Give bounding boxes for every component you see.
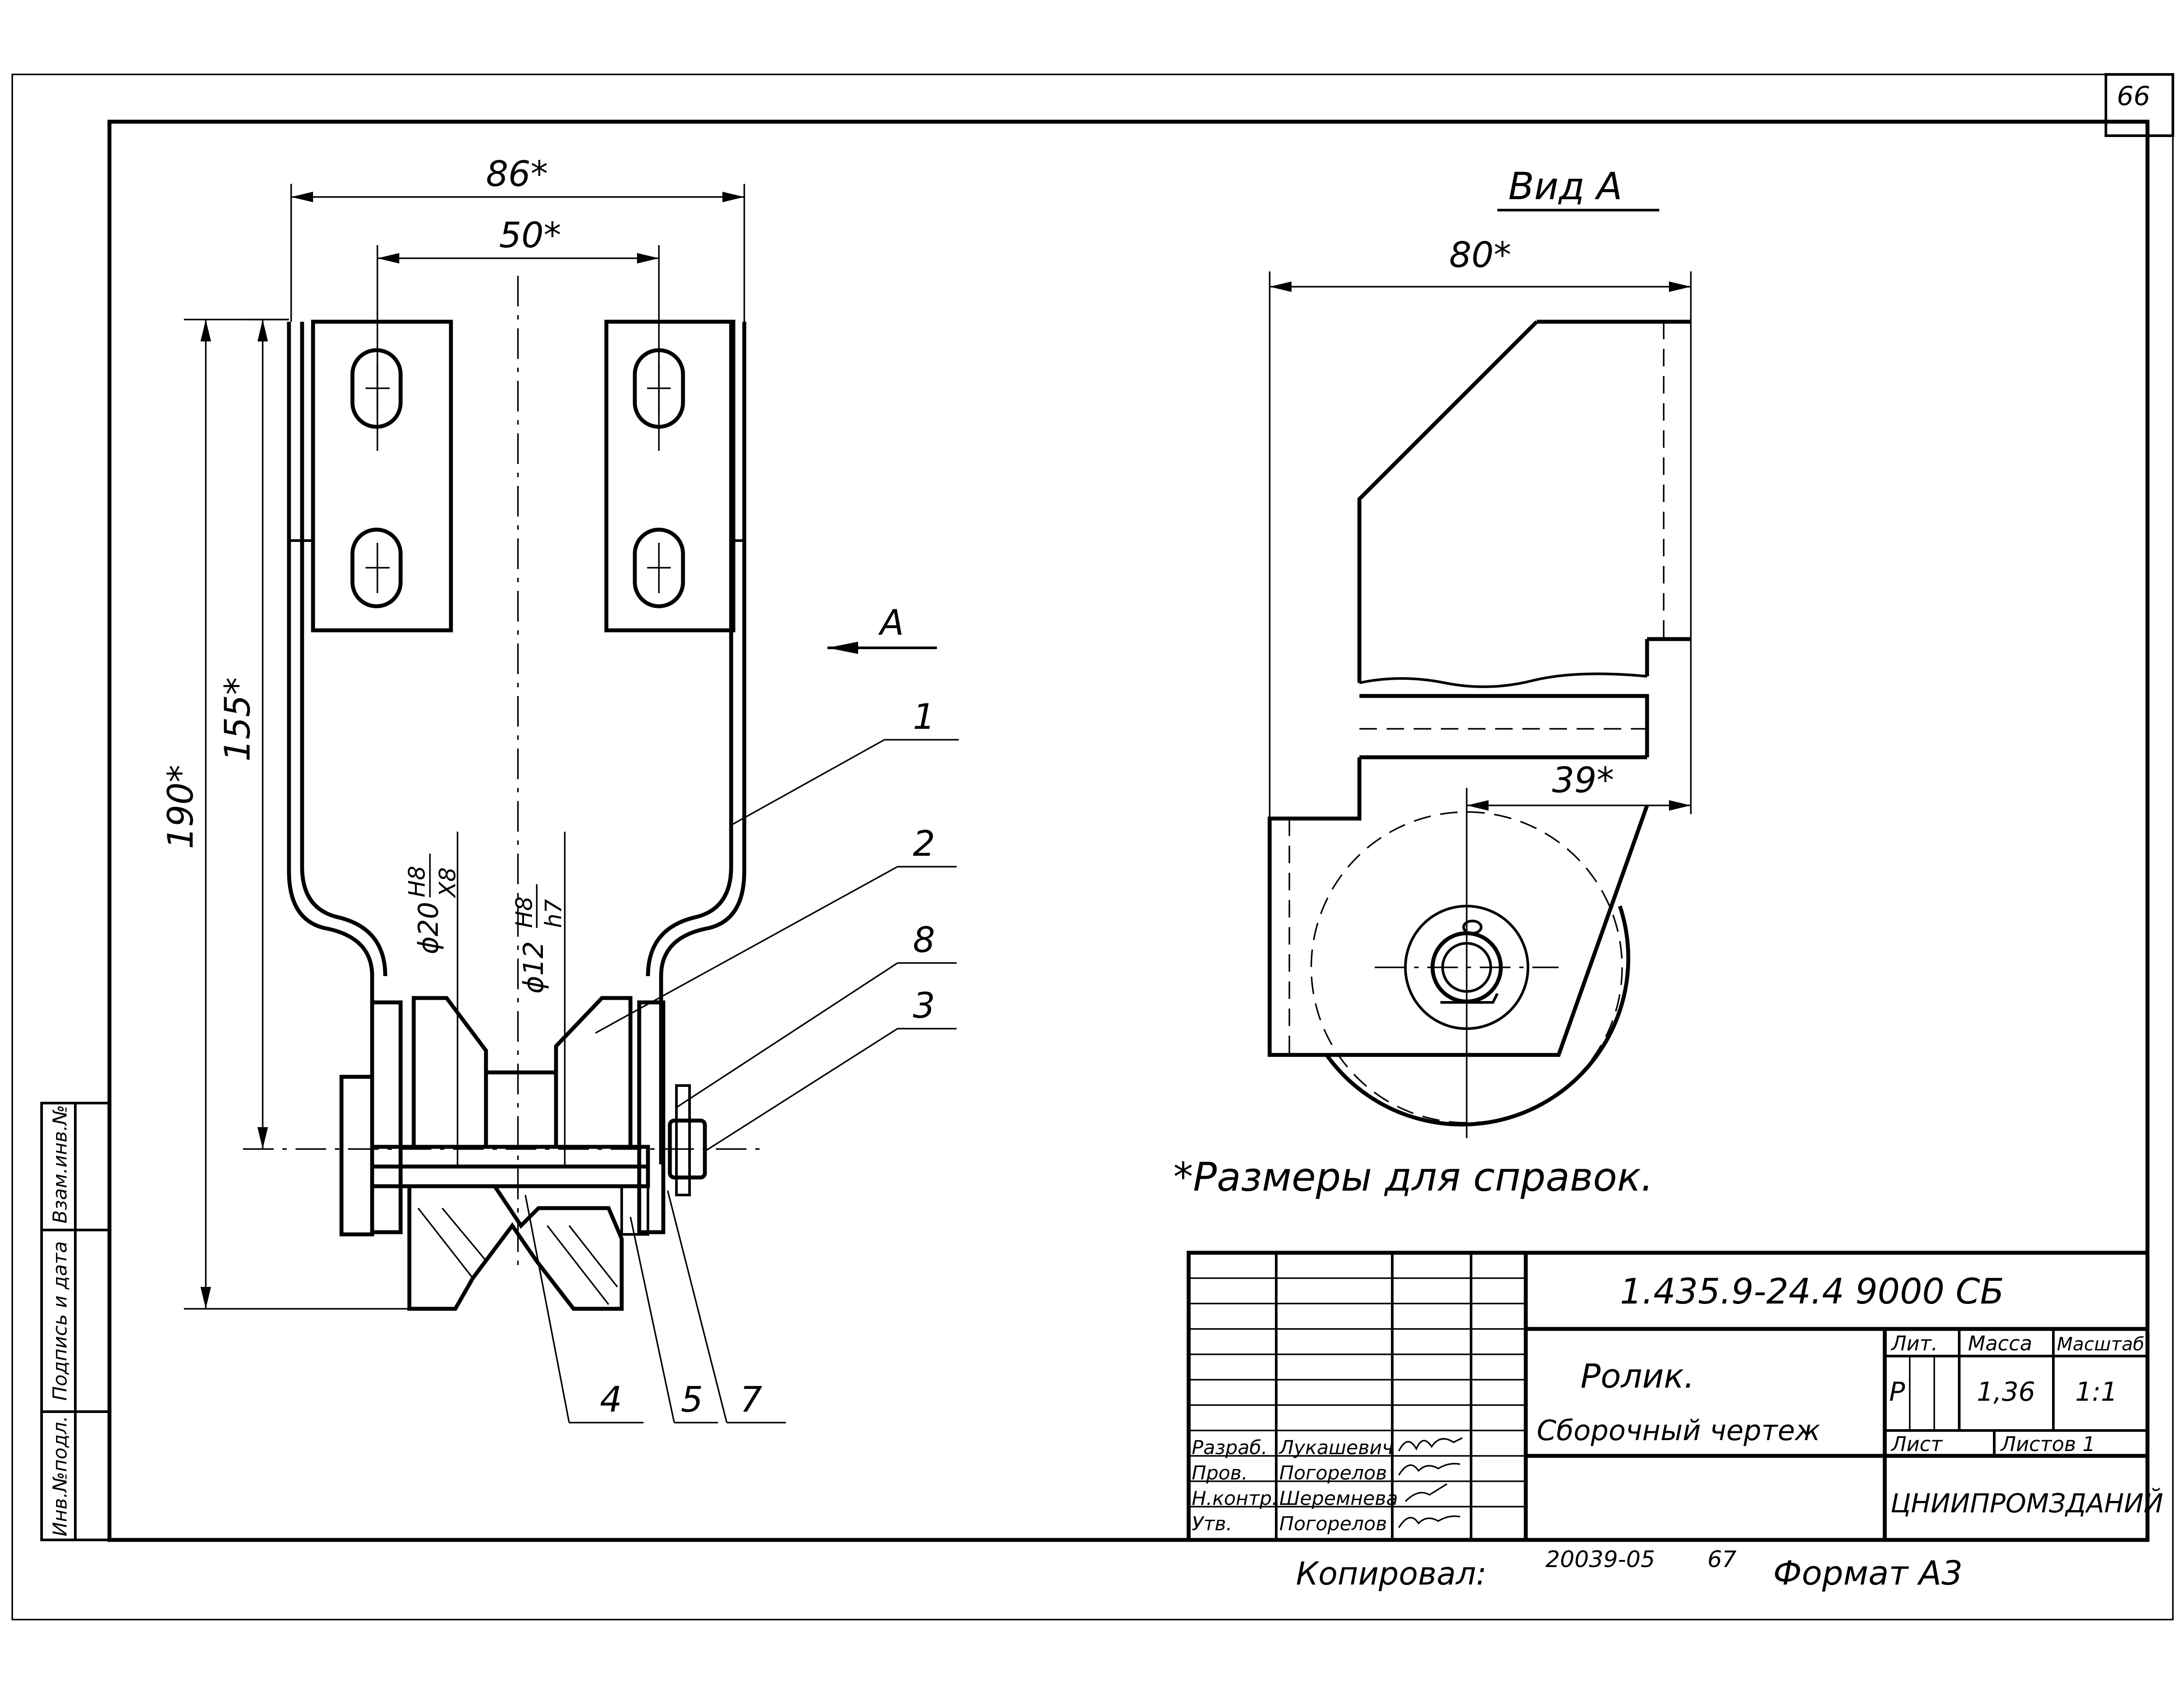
dimension-190: 190* xyxy=(160,319,409,1310)
copy-page-number: 67 xyxy=(1707,1546,1736,1573)
roller-wheel xyxy=(1310,811,1630,1127)
title-block: Разраб. Пров. Н.контр. Утв. Лукашевич По… xyxy=(1186,1251,2163,1542)
stamp-signature-date: Подпись и дата xyxy=(49,1241,71,1401)
page-number: 66 xyxy=(2117,81,2150,112)
dimension-80: 80* xyxy=(1269,235,1692,823)
designation: 1.435.9-24.4 9000 СБ xyxy=(1620,1271,2004,1312)
fit-12-num: H8 xyxy=(511,896,538,928)
format-label: Формат A3 xyxy=(1773,1553,1963,1592)
sheet-frame: 66 xyxy=(11,73,2174,1620)
organization: ЦНИИПРОМЗДАНИЙ xyxy=(1890,1488,2163,1519)
view-a-arrow: A xyxy=(827,602,937,654)
bottom-captions: Копировал: 20039-05 67 Формат A3 xyxy=(1296,1546,1963,1592)
leader-1-label: 1 xyxy=(913,696,935,737)
right-view: Вид A 80* 39* xyxy=(1173,165,1692,1200)
signatures xyxy=(1398,1437,1463,1528)
role-approved: Утв. xyxy=(1192,1513,1232,1535)
name-checker: Погорелов xyxy=(1279,1462,1387,1484)
dim-39-text: 39* xyxy=(1552,760,1614,801)
fit-12-text: ϕ12 xyxy=(517,941,549,994)
leader-4: 4 xyxy=(525,1195,644,1423)
mass-value: 1,36 xyxy=(1977,1377,2035,1407)
view-a-title: Вид A xyxy=(1508,165,1623,208)
header-scale: Масштаб xyxy=(2057,1333,2144,1355)
dimension-39: 39* xyxy=(1466,760,1691,1138)
mounting-slots xyxy=(350,348,685,608)
dim-86-text: 86* xyxy=(486,154,548,194)
leader-7-label: 7 xyxy=(740,1379,762,1420)
scale-value: 1:1 xyxy=(2075,1377,2118,1407)
fit-20-num: H8 xyxy=(404,866,430,897)
fit-12: ϕ12 H8 h7 xyxy=(511,832,567,1167)
dimension-50: 50* xyxy=(377,215,660,451)
side-stamp: Инв.№подл. Подпись и дата Взам.инв.№ xyxy=(40,1102,111,1541)
header-mass: Масса xyxy=(1968,1332,2032,1355)
fit-12-den: h7 xyxy=(541,899,567,928)
dim-155-text: 155* xyxy=(217,677,258,762)
reference-note: *Размеры для справок. xyxy=(1173,1154,1654,1200)
leader-1: 1 xyxy=(731,696,959,826)
axle-assembly-section xyxy=(243,996,762,1311)
dimension-86: 86* xyxy=(290,154,745,322)
leader-5-label: 5 xyxy=(681,1379,703,1420)
stamp-inv-original: Инв.№подл. xyxy=(49,1416,71,1536)
name-norm-control: Шеремнева xyxy=(1279,1487,1398,1510)
leader-7: 7 xyxy=(667,1190,786,1423)
break-line xyxy=(1359,672,1647,688)
drawing-name-line1: Ролик. xyxy=(1581,1357,1694,1395)
role-norm-control: Н.контр. xyxy=(1192,1487,1278,1510)
leader-2: 2 xyxy=(595,823,957,1034)
fit-20-text: ϕ20 xyxy=(412,902,444,954)
header-lit: Лит. xyxy=(1890,1332,1938,1355)
fit-20-den: X8 xyxy=(435,867,461,899)
dim-190-text: 190* xyxy=(160,765,201,849)
lit-value: Р xyxy=(1889,1377,1905,1407)
bracket-side-outline xyxy=(1267,320,1691,1057)
drawing-name-line2: Сборочный чертеж xyxy=(1537,1415,1820,1447)
leader-2-label: 2 xyxy=(913,823,935,864)
name-developer: Лукашевич xyxy=(1278,1437,1394,1459)
dim-80-text: 80* xyxy=(1449,235,1511,275)
left-view: 86* 50* xyxy=(160,154,959,1423)
order-number: 20039-05 xyxy=(1545,1546,1655,1573)
role-checker: Пров. xyxy=(1192,1462,1248,1484)
sheets-label: Листов 1 xyxy=(2000,1432,2095,1456)
leader-8: 8 xyxy=(676,920,957,1108)
name-approved: Погорелов xyxy=(1279,1513,1387,1535)
dim-50-text: 50* xyxy=(499,215,561,256)
role-developer: Разраб. xyxy=(1192,1437,1267,1459)
mounting-plate-left xyxy=(311,320,453,633)
leader-3-label: 3 xyxy=(913,985,935,1026)
mounting-plate-right xyxy=(604,320,736,633)
leader-4-label: 4 xyxy=(600,1379,622,1420)
leader-3: 3 xyxy=(704,985,957,1152)
stamp-replaced-inv: Взам.инв.№ xyxy=(49,1105,71,1223)
dimension-155: 155* xyxy=(217,319,289,1149)
fit-20: ϕ20 H8 X8 xyxy=(404,832,461,1167)
leader-5: 5 xyxy=(630,1216,718,1423)
view-a-arrow-label: A xyxy=(878,602,904,643)
bracket-part-1 xyxy=(287,322,746,1164)
sheet-label: Лист xyxy=(1890,1432,1943,1456)
leader-8-label: 8 xyxy=(913,920,935,960)
copied-by-label: Копировал: xyxy=(1296,1555,1487,1592)
